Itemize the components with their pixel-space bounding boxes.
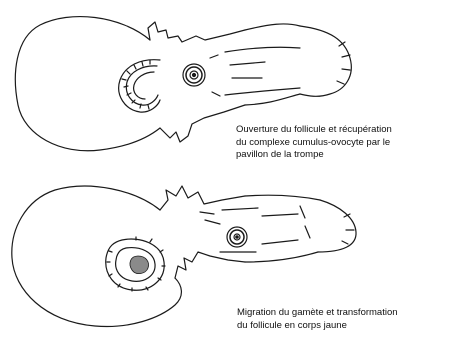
fimbriae-bottom [160, 186, 356, 278]
ovary-outline-top [15, 17, 160, 151]
ovary-outline-bottom [12, 186, 182, 326]
corpus-luteum [106, 237, 165, 291]
oocyte-top [183, 64, 205, 86]
caption-top: Ouverture du follicule et récupération d… [236, 124, 451, 162]
oocyte-bottom [227, 227, 247, 247]
caption-bottom: Migration du gamète et transformation du… [237, 307, 451, 332]
ovary-bottom-illustration [12, 186, 356, 326]
ruptured-follicle-top [119, 60, 160, 112]
